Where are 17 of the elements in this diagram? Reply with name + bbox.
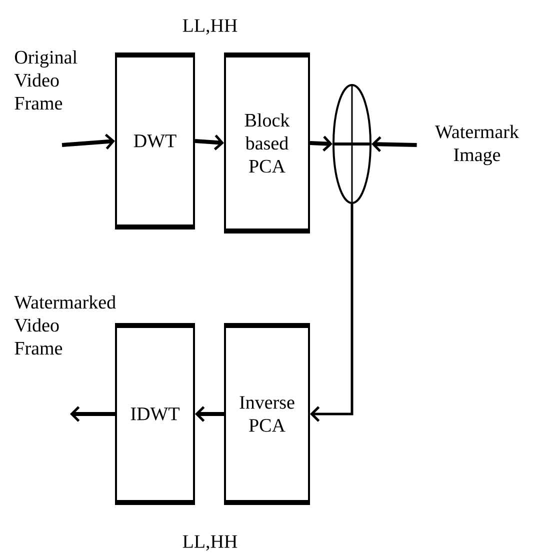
summing-junction	[332, 84, 372, 204]
arrow	[194, 134, 224, 150]
text-label: Original Video Frame	[14, 50, 78, 110]
process-box: DWT	[115, 52, 195, 230]
arrow	[195, 406, 224, 422]
arrow	[372, 136, 417, 152]
text-label: Watermarked Video Frame	[14, 295, 116, 355]
text-label: LL,HH	[182, 535, 238, 551]
arrow	[310, 136, 332, 152]
input-text: Watermark Image	[435, 124, 519, 166]
process-box: Inverse PCA	[224, 323, 310, 505]
arrow	[62, 134, 115, 150]
process-box: IDWT	[115, 323, 195, 505]
process-box: Block based PCA	[224, 52, 310, 234]
arrow	[310, 204, 354, 422]
text-label: LL,HH	[182, 19, 238, 35]
arrow	[70, 406, 115, 422]
